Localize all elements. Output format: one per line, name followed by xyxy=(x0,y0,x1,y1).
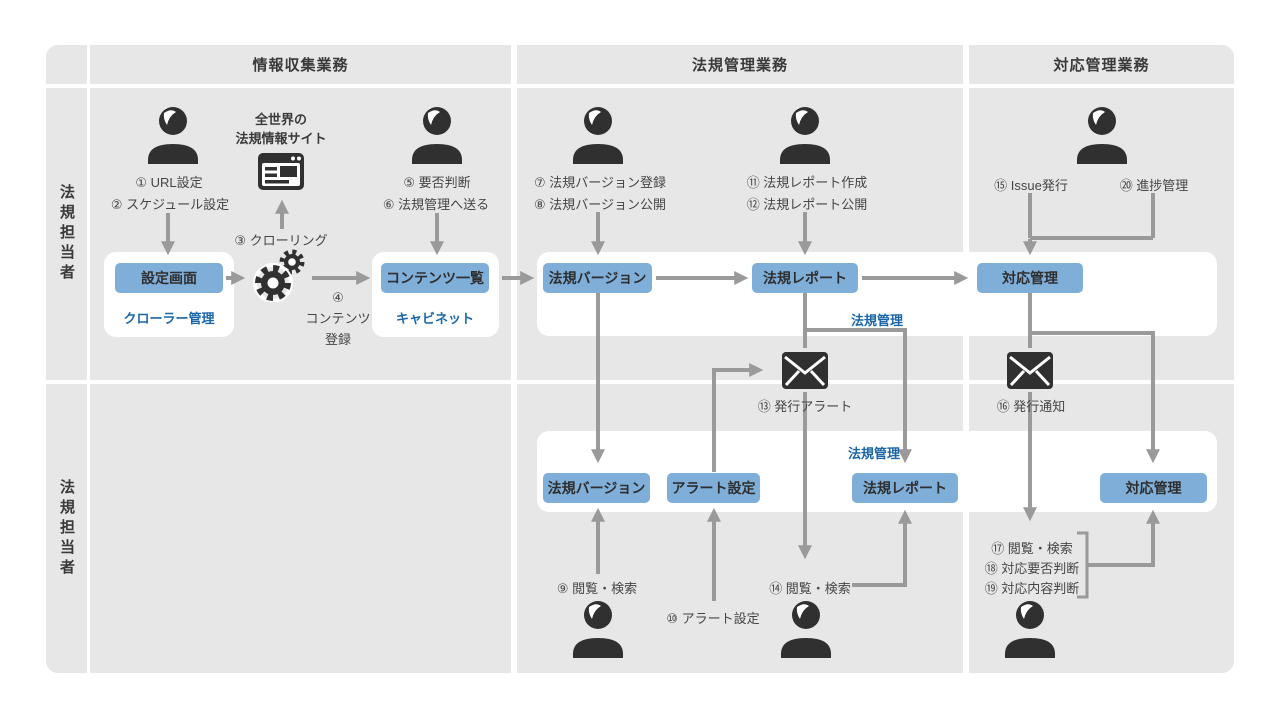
node-content-list: コンテンツ一覧 xyxy=(381,263,489,293)
node-reg-report-top: 法規レポート xyxy=(752,263,858,293)
step-15-issue: ⑮ Issue発行 xyxy=(994,178,1068,193)
column-header-response-management: 対応管理業務 xyxy=(969,45,1234,84)
node-reg-version-top: 法規バージョン xyxy=(543,263,652,293)
caption-crawler-mgmt: クローラー管理 xyxy=(123,311,215,326)
person-icon xyxy=(412,107,462,164)
step-20-progress: ⑳ 進捗管理 xyxy=(1119,178,1189,193)
header-corner-cell xyxy=(46,45,87,84)
step-14-browse: ⑭ 閲覧・検索 xyxy=(769,581,851,596)
person-icon xyxy=(1077,107,1127,164)
node-response-mgmt-bottom: 対応管理 xyxy=(1100,473,1207,503)
person-icon xyxy=(781,601,831,658)
mail-notice-icon xyxy=(1007,352,1053,389)
step-12-report-publish: ⑫ 法規レポート公開 xyxy=(746,197,868,212)
caption-reg-mgmt-bottom: 法規管理 xyxy=(847,446,901,461)
step-11-report-create: ⑪ 法規レポート作成 xyxy=(746,175,868,190)
caption-reg-mgmt-top: 法規管理 xyxy=(850,313,904,328)
website-icon xyxy=(258,153,304,190)
lane-label-text: 法規担当者 xyxy=(58,184,75,284)
node-reg-version-bottom: 法規バージョン xyxy=(543,473,650,503)
person-icon xyxy=(148,107,198,164)
step-13-alert: ⑬ 発行アラート xyxy=(757,399,853,414)
column-header-label: 情報収集業務 xyxy=(252,57,349,74)
lane-label-top: 法規担当者 xyxy=(46,88,87,380)
person-icon xyxy=(1005,601,1055,658)
step-19-judge-content: ⑲ 対応内容判断 xyxy=(984,581,1080,596)
step-7-version-register: ⑦ 法規バージョン登録 xyxy=(533,175,667,190)
person-icon xyxy=(573,601,623,658)
world-site-label: 全世界の 法規情報サイト xyxy=(235,112,327,146)
gears-icon xyxy=(253,249,305,302)
step-17-browse: ⑰ 閲覧・検索 xyxy=(991,541,1073,556)
step-4-content-register: ④ コンテンツ 登録 xyxy=(305,290,371,347)
column-header-information-collection: 情報収集業務 xyxy=(90,45,511,84)
lane-label-text: 法規担当者 xyxy=(58,478,75,579)
node-response-mgmt-top: 対応管理 xyxy=(977,263,1083,293)
node-settings-screen: 設定画面 xyxy=(115,263,223,293)
column-header-label: 法規管理業務 xyxy=(691,57,788,74)
step-group-bracket xyxy=(1077,531,1089,599)
step-2-schedule: ② スケジュール設定 xyxy=(110,197,230,212)
lane-bottom-col1 xyxy=(90,384,511,673)
step-1-url: ① URL設定 xyxy=(135,175,203,190)
step-9-browse: ⑨ 閲覧・検索 xyxy=(556,581,638,596)
caption-cabinet: キャビネット xyxy=(395,311,475,326)
person-icon xyxy=(780,107,830,164)
node-alert-settings: アラート設定 xyxy=(667,473,760,503)
node-reg-report-bottom: 法規レポート xyxy=(852,473,958,503)
step-8-version-publish: ⑧ 法規バージョン公開 xyxy=(533,197,667,212)
step-18-judge-need: ⑱ 対応要否判断 xyxy=(984,561,1080,576)
mail-alert-icon xyxy=(782,352,828,389)
step-10-alert-setting: ⑩ アラート設定 xyxy=(666,611,760,626)
lane-label-bottom: 法規担当者 xyxy=(46,384,87,673)
column-header-label: 対応管理業務 xyxy=(1053,57,1150,74)
step-16-notice: ⑯ 発行通知 xyxy=(996,399,1066,414)
column-header-regulation-management: 法規管理業務 xyxy=(517,45,963,84)
person-icon xyxy=(573,107,623,164)
step-5-judge: ⑤ 要否判断 xyxy=(403,175,471,190)
step-3-crawling: ③ クローリング xyxy=(234,233,328,248)
step-6-send: ⑥ 法規管理へ送る xyxy=(382,197,490,212)
